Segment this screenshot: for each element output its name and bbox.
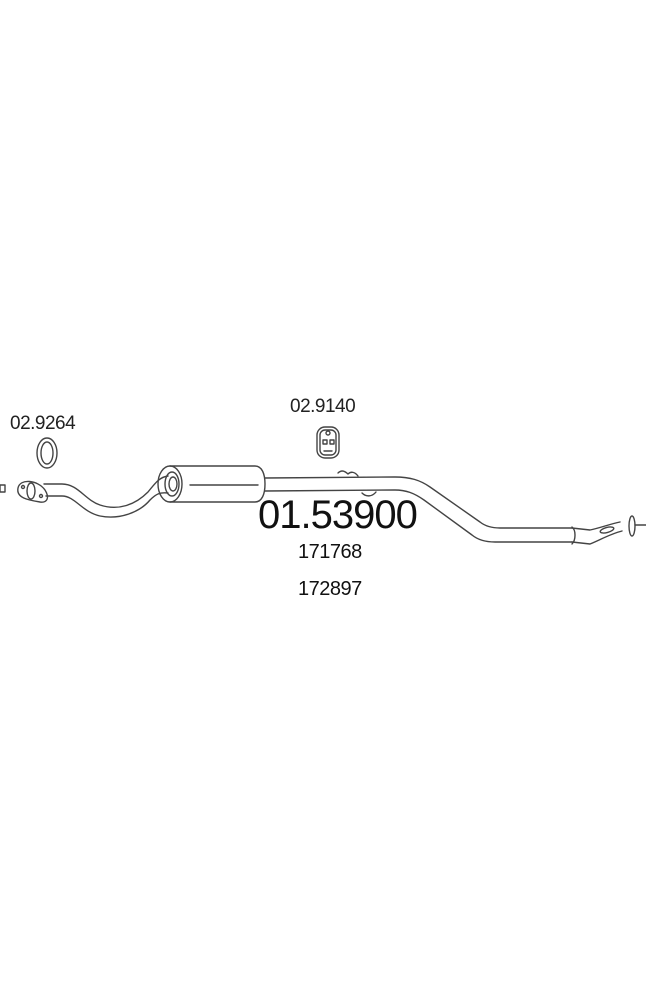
- hanger-part-number: 02.9140: [290, 396, 356, 417]
- gasket-part-number: 02.9264: [10, 413, 76, 434]
- cross-reference-1: 171768: [298, 541, 362, 563]
- gasket-ring-icon: [36, 437, 58, 469]
- front-flange-icon: [17, 480, 49, 503]
- pipe-stub-icon: [0, 484, 6, 493]
- muffler-body: [169, 465, 266, 503]
- pipe-hanger-bracket-icon: [337, 470, 359, 477]
- muffler-inlet-icon: [157, 465, 183, 503]
- cross-reference-2: 172897: [298, 578, 362, 600]
- rubber-hanger-icon: [316, 426, 340, 459]
- pipe-hanger-bracket-icon: [361, 491, 377, 497]
- tailpipe-slot-icon: [599, 526, 615, 534]
- tailpipe-end-icon: [628, 515, 636, 537]
- main-part-number: 01.53900: [258, 493, 418, 537]
